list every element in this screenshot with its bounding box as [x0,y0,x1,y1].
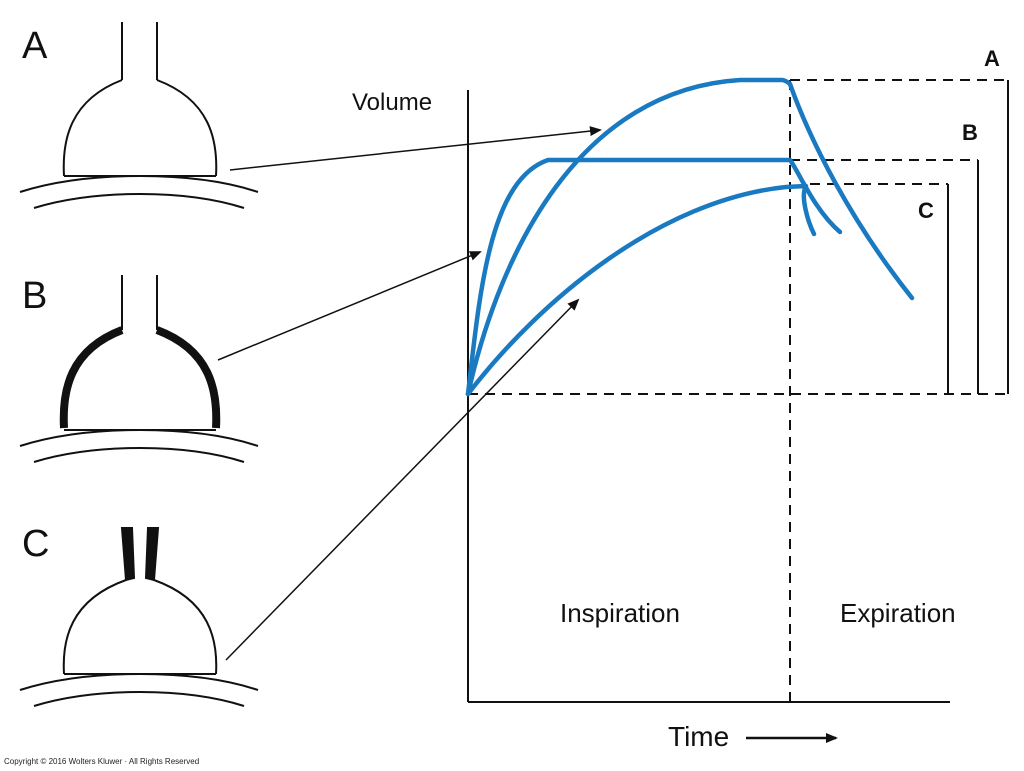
x-axis-label: Time [668,721,729,752]
bracket-label-c: C [918,198,934,223]
dashed-guides [468,79,1008,702]
bracket-label-a: A [984,46,1000,71]
panel-c-letter: C [22,523,49,565]
bracket-label-b: B [962,120,978,145]
panel-a-letter: A [22,25,48,67]
phase-label-expiration: Expiration [840,598,956,628]
y-axis-label: Volume [352,89,432,116]
panel-c: C [19,523,259,707]
curve-a [465,77,915,397]
pointer-arrow-a [229,126,602,171]
lung-unit-c-icon [19,527,259,707]
volume-brackets [947,80,1009,394]
lung-unit-b-icon [19,275,259,463]
pointer-arrow-b [217,251,482,361]
volume-curves [465,77,915,397]
panel-b-letter: B [22,275,47,317]
panel-b: B [19,275,259,463]
phase-label-inspiration: Inspiration [560,598,680,628]
copyright-notice: Copyright © 2016 Wolters Kluwer · All Ri… [4,757,200,766]
panel-a: A [19,22,259,209]
curve-b [465,157,843,397]
lung-unit-a-icon [19,22,259,209]
pointer-arrow-c [225,298,580,661]
curve-c [465,183,817,397]
